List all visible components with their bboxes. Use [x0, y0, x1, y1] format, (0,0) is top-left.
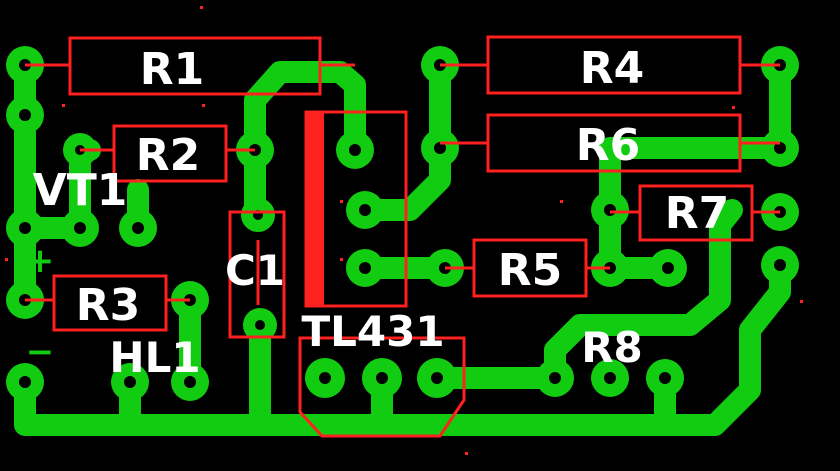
label-r5: R5 — [498, 245, 563, 296]
r2-outline — [112, 124, 228, 183]
label-vt1: VT1 — [33, 165, 128, 216]
label-r7: R7 — [665, 188, 730, 239]
label-r1: R1 — [140, 44, 205, 95]
silkscreen — [25, 35, 780, 438]
label-r2: R2 — [136, 130, 201, 181]
trace-r1-right — [244, 61, 366, 161]
label-minus: − — [26, 332, 55, 372]
label-hl1: HL1 — [109, 333, 200, 382]
drill-holes — [19, 59, 786, 388]
trace-r7-r8 — [544, 199, 743, 389]
label-plus: + — [26, 241, 55, 281]
trace-ground-bus — [14, 254, 791, 436]
silkscreen-dots — [5, 6, 803, 455]
label-r6: R6 — [576, 120, 641, 171]
label-r4: R4 — [580, 43, 645, 94]
label-r8: R8 — [581, 323, 643, 372]
c1-outline — [228, 210, 286, 339]
label-tl431: TL431 — [301, 307, 444, 356]
r3-outline — [52, 274, 168, 332]
component-labels: R1 R2 VT1 R3 HL1 C1 TL431 R4 R6 R5 R7 R8… — [26, 43, 730, 382]
tl431-pin1-marker — [306, 112, 324, 306]
label-r3: R3 — [76, 280, 141, 331]
label-c1: C1 — [225, 246, 285, 295]
tl431-package-outline — [298, 336, 466, 438]
